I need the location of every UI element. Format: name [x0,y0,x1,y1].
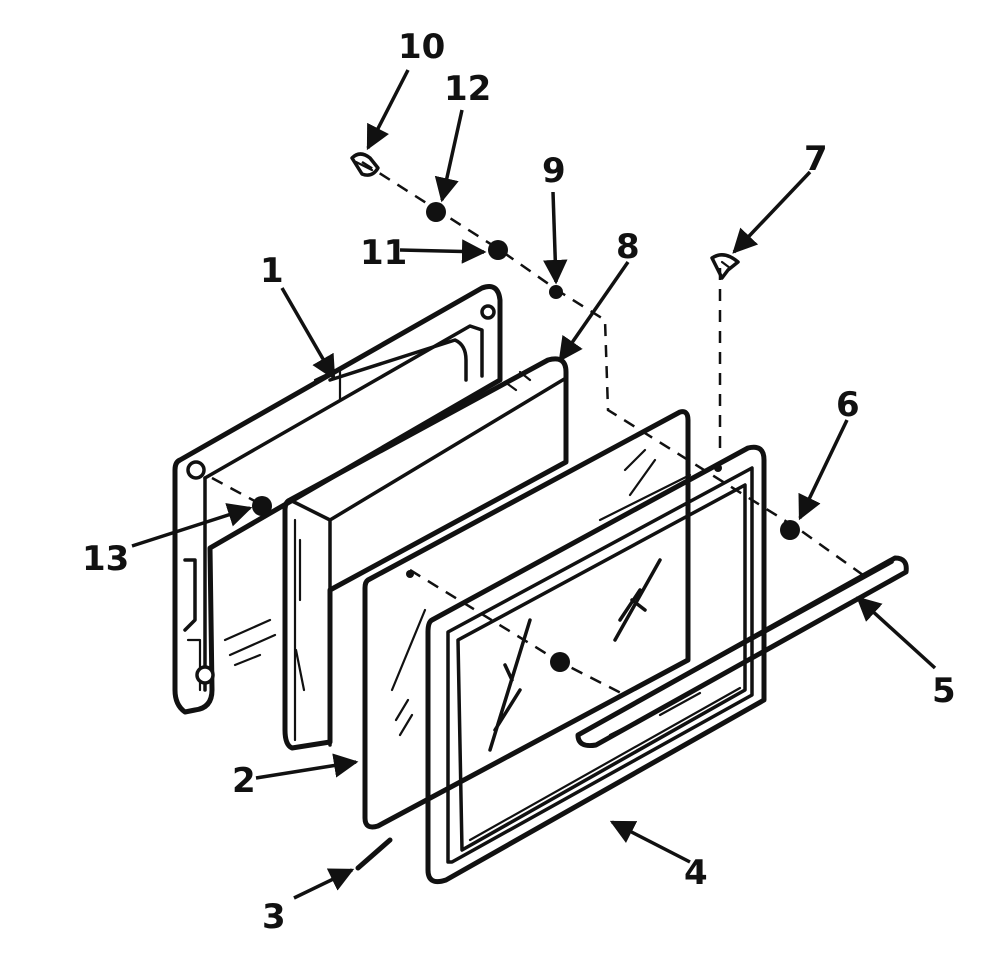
leader-lines [131,69,937,900]
callout-labels: 10 12 9 7 8 11 1 6 13 5 2 4 3 [82,27,956,937]
washer-part-12 [426,202,446,222]
washer-part-13 [252,496,272,516]
callout-6: 6 [836,385,860,425]
door-handle-part-5 [575,555,909,748]
nut-part-9 [549,285,563,299]
callout-7: 7 [804,139,828,179]
callout-11: 11 [360,233,407,273]
outer-door-frame-part-4 [425,444,767,885]
callout-12: 12 [444,69,491,109]
washer-part-11 [488,240,508,260]
pin-part-3 [355,837,393,871]
screw-part-10 [350,152,380,177]
washer-center [550,652,570,672]
callout-1: 1 [260,251,284,291]
door-inner-liner-part-1 [172,284,503,715]
callout-4: 4 [684,853,708,893]
callout-9: 9 [542,151,566,191]
callout-5: 5 [932,671,956,711]
screw-part-7 [710,253,740,280]
callout-2: 2 [232,761,256,801]
assembly-dashed-lines [211,160,871,697]
callout-3: 3 [262,897,286,937]
washer-part-6 [780,520,800,540]
callout-8: 8 [616,227,640,267]
callout-10: 10 [398,27,445,67]
inner-glass-part-2 [362,409,691,830]
callout-13: 13 [82,539,129,579]
